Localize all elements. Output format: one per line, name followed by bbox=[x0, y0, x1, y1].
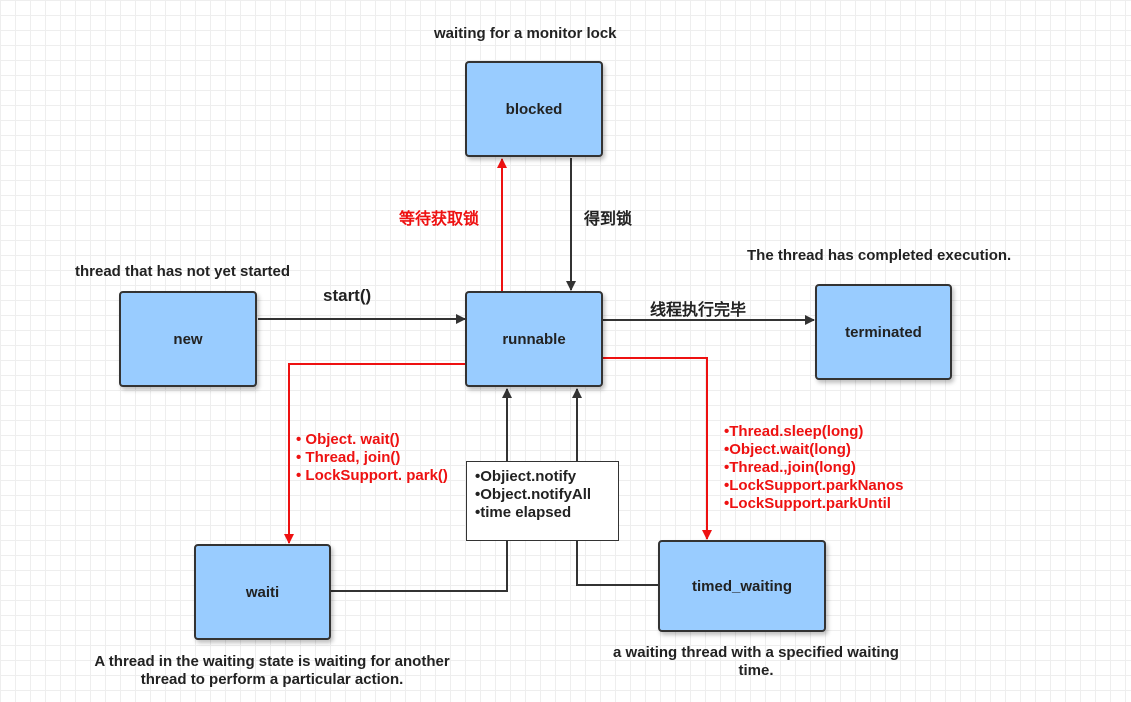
notify-item: •Objiect.notify bbox=[475, 468, 577, 485]
wait-method-item: • Object. wait() bbox=[296, 431, 400, 448]
notify-list: •Objiect.notify •Object.notifyAll •time … bbox=[475, 468, 610, 522]
notify-box: •Objiect.notify •Object.notifyAll •time … bbox=[466, 461, 619, 541]
timed-wait-method-item: •LockSupport.parkUntil bbox=[724, 495, 891, 512]
state-terminated: terminated bbox=[815, 284, 952, 380]
arrow-runnable-to-timed-waiting bbox=[603, 357, 712, 540]
caption-new: thread that has not yet started bbox=[75, 263, 291, 280]
timed-wait-method-item: •Object.wait(long) bbox=[724, 441, 851, 458]
caption-timed-waiting: a waiting thread with a specified waitin… bbox=[596, 644, 916, 680]
caption-timed-waiting-line-1: a waiting thread with a specified waitin… bbox=[613, 644, 899, 661]
state-runnable: runnable bbox=[465, 291, 603, 387]
caption-blocked: waiting for a monitor lock bbox=[434, 25, 617, 42]
wait-method-item: • Thread, join() bbox=[296, 449, 401, 466]
state-blocked: blocked bbox=[465, 61, 603, 157]
caption-timed-waiting-line-2: time. bbox=[738, 662, 774, 679]
timed-wait-method-item: •Thread.,join(long) bbox=[724, 459, 856, 476]
caption-waiting-line-1: A thread in the waiting state is waiting… bbox=[94, 653, 450, 670]
arrow-runnable-to-waiting bbox=[284, 363, 465, 544]
timed-wait-method-item: •LockSupport.parkNanos bbox=[724, 477, 904, 494]
arrow-timed-waiting-to-runnable bbox=[572, 388, 659, 586]
notify-item: •time elapsed bbox=[475, 504, 572, 521]
caption-terminated: The thread has completed execution. bbox=[747, 247, 1012, 264]
caption-waiting-line-2: thread to perform a particular action. bbox=[140, 671, 404, 688]
wait-methods-list: • Object. wait() • Thread, join() • Lock… bbox=[296, 431, 448, 485]
state-new: new bbox=[119, 291, 257, 387]
timed-wait-methods-list: •Thread.sleep(long) •Object.wait(long) •… bbox=[724, 423, 903, 513]
wait-method-item: • LockSupport. park() bbox=[296, 467, 448, 484]
caption-waiting: A thread in the waiting state is waiting… bbox=[72, 653, 472, 689]
state-waiting: waiti bbox=[194, 544, 331, 640]
label-wait-for-lock: 等待获取锁 bbox=[399, 211, 480, 228]
notify-item: •Object.notifyAll bbox=[475, 486, 592, 503]
label-start: start() bbox=[323, 286, 372, 305]
arrow-waiting-to-runnable bbox=[331, 388, 512, 592]
timed-wait-method-item: •Thread.sleep(long) bbox=[724, 423, 864, 440]
label-thread-finished: 线程执行完毕 bbox=[650, 302, 747, 319]
label-got-lock: 得到锁 bbox=[584, 211, 633, 228]
state-timed-waiting: timed_waiting bbox=[658, 540, 826, 632]
